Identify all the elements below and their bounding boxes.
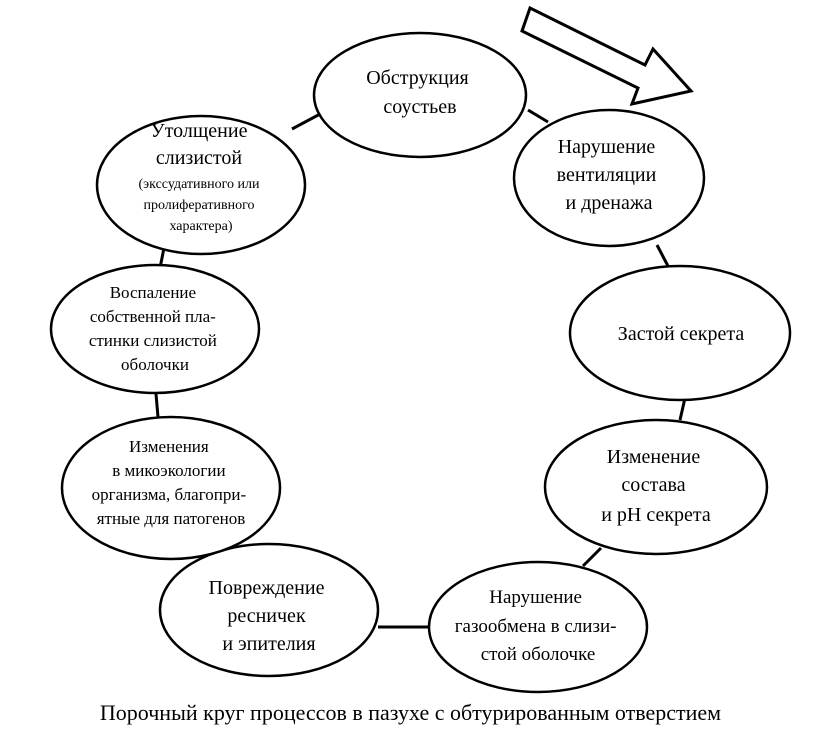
node-label-microecology: Изменения в микоэкологии организма, благ… [92, 437, 251, 528]
ellipses [49, 31, 792, 694]
node-ellipse-inflammation [49, 263, 261, 395]
node-ellipse-obstruction [312, 31, 528, 159]
node-line: вентиляции [557, 164, 657, 186]
node-label-stasis: Застой секрета [618, 323, 745, 345]
figure-caption: Порочный круг процессов в пазухе с обтур… [99, 700, 722, 725]
connector-thickening-obstruction [291, 111, 323, 131]
node-line: Утолщение [151, 120, 248, 142]
node-label-composition: Изменение состава и pH секрета [601, 446, 711, 526]
node-line: Застой секрета [618, 323, 745, 345]
node-ellipse-thickening [95, 114, 307, 256]
node-line: оболочки [121, 355, 189, 374]
node-line: стинки слизистой [89, 331, 217, 350]
node-line: Изменения [129, 437, 209, 456]
node-ellipse-gas-exchange [427, 560, 649, 694]
node-line: Нарушение [489, 587, 582, 608]
node-ellipse-stasis [568, 264, 792, 402]
direction-arrow-icon [520, 5, 694, 107]
node-labels: Обструкция соустьев Нарушение вентиляции… [89, 67, 744, 665]
node-label-cilia-damage: Повреждение ресничек и эпителия [209, 577, 330, 655]
node-label-gas-exchange: Нарушение газообмена в слизи- стой оболо… [455, 587, 621, 665]
node-line: состава [621, 474, 685, 496]
node-line: газообмена в слизи- [455, 616, 617, 637]
node-ellipse-ventilation [512, 108, 706, 248]
node-line: характера) [169, 219, 232, 234]
node-label-ventilation: Нарушение вентиляции и дренажа [557, 136, 662, 214]
node-line: соустьев [383, 96, 456, 118]
connector-stasis-composition [678, 397, 687, 421]
node-ellipse-microecology [60, 415, 282, 561]
node-line: Повреждение [209, 577, 325, 599]
node-line: собственной пла- [90, 307, 216, 326]
connector-composition-gasexchange [581, 546, 603, 568]
node-line: Воспаление [110, 283, 196, 302]
node-ellipse-cilia-damage [158, 542, 380, 678]
node-line: ресничек [227, 605, 306, 627]
node-line: Нарушение [558, 136, 656, 158]
node-line: и дренажа [565, 192, 652, 214]
node-label-inflammation: Воспаление собственной пла- стинки слизи… [89, 283, 221, 374]
node-line: и эпителия [222, 633, 315, 655]
node-line: Обструкция [366, 67, 469, 89]
node-line: организма, благопри- [92, 485, 247, 504]
node-line: в микоэкологии [112, 461, 225, 480]
node-line: Изменение [607, 446, 701, 468]
node-label-thickening: Утолщение слизистой (экссудативного или … [138, 120, 263, 234]
node-line: стой оболочке [481, 644, 596, 665]
connector-microecology-inflammation [154, 393, 160, 418]
connector-obstruction-ventilation [527, 108, 549, 124]
node-ellipse-composition [543, 418, 769, 556]
node-line: ятные для патогенов [97, 509, 246, 528]
connector-ventilation-stasis [655, 244, 671, 269]
node-line: и pH секрета [601, 504, 711, 526]
node-line: слизистой [156, 147, 243, 169]
node-line: (экссудативного или [138, 177, 260, 192]
node-line: пролиферативного [143, 198, 254, 213]
node-label-obstruction: Обструкция соустьев [366, 67, 474, 118]
